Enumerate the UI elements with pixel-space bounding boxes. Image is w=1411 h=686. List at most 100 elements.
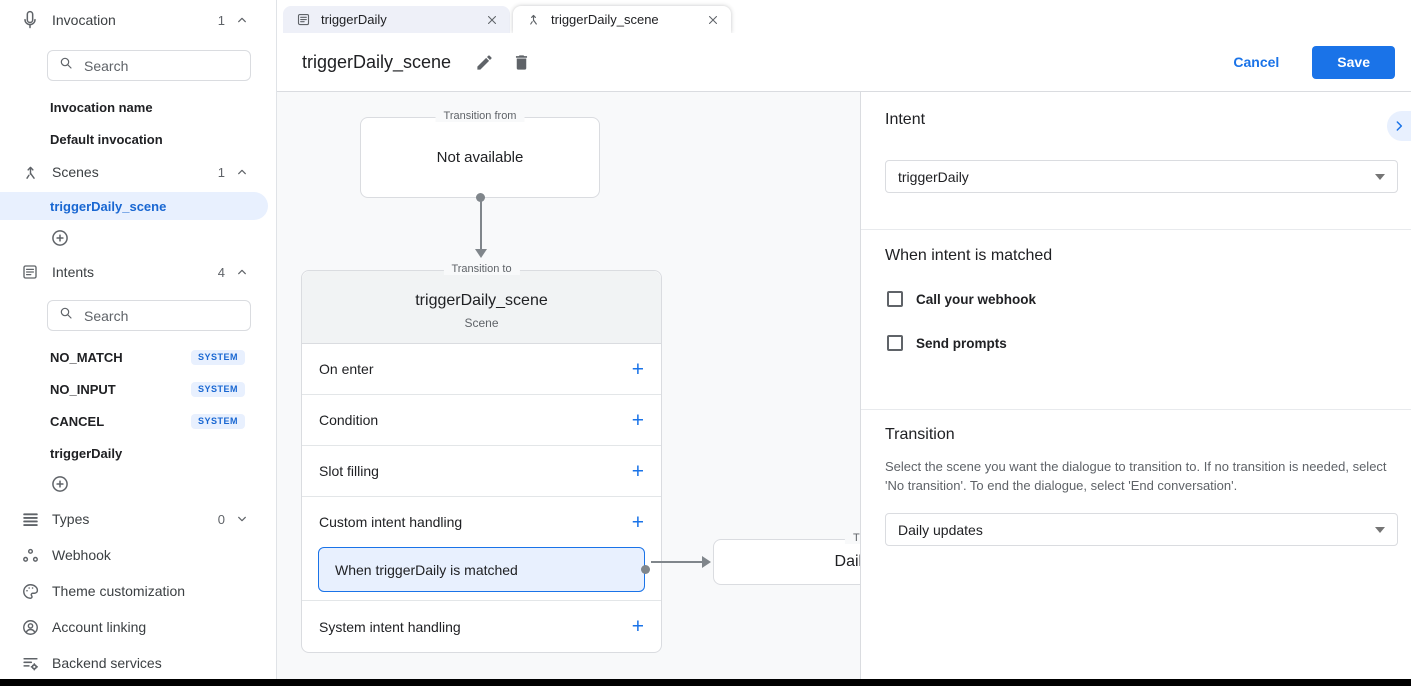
close-icon[interactable] bbox=[484, 12, 500, 28]
chevron-up-icon bbox=[234, 12, 250, 28]
intents-search bbox=[47, 300, 251, 331]
item-label: NO_MATCH bbox=[50, 349, 123, 365]
sidebar-item-theme-customization[interactable]: Theme customization bbox=[0, 577, 276, 605]
call-webhook-checkbox-row[interactable]: Call your webhook bbox=[887, 286, 1036, 312]
add-intent-handler-button[interactable]: + bbox=[631, 510, 644, 534]
send-prompts-checkbox-row[interactable]: Send prompts bbox=[887, 330, 1007, 356]
intent-icon bbox=[20, 262, 40, 282]
scene-node-header: triggerDaily_scene Scene bbox=[302, 271, 661, 344]
section-count: 4 bbox=[217, 264, 225, 280]
types-icon bbox=[20, 509, 40, 529]
section-label: Intents bbox=[52, 264, 95, 280]
checkbox-label: Send prompts bbox=[916, 335, 1007, 351]
system-badge: SYSTEM bbox=[190, 349, 245, 365]
node-title: Daily updates bbox=[834, 553, 860, 570]
sidebar-item-triggerdaily-scene[interactable]: triggerDaily_scene bbox=[0, 192, 268, 220]
sidebar-item-no-input[interactable]: NO_INPUT SYSTEM bbox=[0, 376, 276, 402]
plus-circle-icon bbox=[52, 230, 68, 246]
section-label: Invocation bbox=[52, 12, 116, 28]
add-on-enter-button[interactable]: + bbox=[631, 357, 644, 381]
checkbox[interactable] bbox=[887, 291, 903, 307]
scene-row-condition: Condition + bbox=[302, 395, 661, 446]
cancel-button[interactable]: Cancel bbox=[1233, 54, 1280, 70]
section-count: 1 bbox=[217, 164, 225, 180]
sidebar-section-types[interactable]: Types 0 bbox=[0, 505, 276, 533]
search-icon bbox=[58, 55, 74, 76]
row-label: Condition bbox=[319, 412, 379, 428]
sidebar-item-webhook[interactable]: Webhook bbox=[0, 541, 276, 569]
item-label: Webhook bbox=[52, 547, 111, 563]
item-label: triggerDaily bbox=[50, 445, 123, 461]
transition-description: Select the scene you want the dialogue t… bbox=[885, 459, 1387, 493]
node-legend: Transition to bbox=[443, 263, 520, 275]
connector-dot bbox=[476, 193, 485, 202]
plus-circle-icon bbox=[52, 476, 68, 492]
checkbox-label: Call your webhook bbox=[916, 291, 1037, 307]
intent-select[interactable]: triggerDaily bbox=[885, 160, 1398, 193]
item-label: Invocation name bbox=[50, 99, 153, 115]
edit-icon[interactable] bbox=[474, 52, 494, 72]
sidebar-section-invocation[interactable]: Invocation 1 bbox=[0, 6, 276, 34]
scene-node-subtitle: Scene bbox=[464, 316, 499, 330]
scene-row-system-intent-handling: System intent handling + bbox=[302, 601, 661, 652]
sidebar-item-invocation-name[interactable]: Invocation name bbox=[0, 94, 276, 120]
item-label: Account linking bbox=[52, 619, 147, 635]
sidebar-item-triggerdaily[interactable]: triggerDaily bbox=[0, 440, 276, 466]
node-legend: Transition from bbox=[435, 110, 525, 122]
scene-node-title: triggerDaily_scene bbox=[415, 292, 548, 309]
section-label: Scenes bbox=[52, 164, 99, 180]
backend-icon bbox=[20, 653, 40, 673]
checkbox[interactable] bbox=[887, 335, 903, 351]
search-input[interactable] bbox=[84, 307, 214, 324]
intent-handler-item[interactable]: When triggerDaily is matched bbox=[318, 547, 650, 592]
system-badge: SYSTEM bbox=[190, 381, 245, 397]
sidebar-item-default-invocation[interactable]: Default invocation bbox=[0, 126, 276, 152]
add-intent-button[interactable] bbox=[50, 474, 70, 494]
item-label: triggerDaily_scene bbox=[50, 198, 167, 214]
scene-header: triggerDaily_scene Cancel Save bbox=[277, 33, 1411, 92]
scene-row-custom-intent-handling: Custom intent handling + When triggerDai… bbox=[302, 497, 661, 601]
sidebar-section-scenes[interactable]: Scenes 1 bbox=[0, 158, 276, 186]
connector-line bbox=[651, 561, 702, 563]
scene-icon bbox=[20, 162, 40, 182]
transition-select[interactable]: Daily updates bbox=[885, 513, 1398, 546]
tab-label: triggerDaily bbox=[321, 12, 387, 27]
transition-heading: Transition bbox=[885, 426, 955, 443]
search-input[interactable] bbox=[84, 57, 214, 74]
tab-strip: triggerDaily triggerDaily_scene bbox=[277, 0, 1411, 33]
bottom-edge-bar bbox=[0, 679, 1411, 686]
item-label: Default invocation bbox=[50, 131, 163, 147]
divider bbox=[861, 229, 1411, 230]
sidebar-item-no-match[interactable]: NO_MATCH SYSTEM bbox=[0, 344, 276, 370]
row-label: Custom intent handling bbox=[319, 514, 463, 530]
add-slot-filling-button[interactable]: + bbox=[631, 459, 644, 483]
divider bbox=[861, 409, 1411, 410]
delete-icon[interactable] bbox=[511, 52, 531, 72]
intent-heading: Intent bbox=[885, 111, 926, 128]
sidebar-item-cancel[interactable]: CANCEL SYSTEM bbox=[0, 408, 276, 434]
intent-select-value: triggerDaily bbox=[898, 168, 969, 185]
section-label: Types bbox=[52, 511, 90, 527]
arrow-down-icon bbox=[475, 249, 487, 258]
node-legend: Transition to bbox=[844, 532, 860, 544]
save-button[interactable]: Save bbox=[1312, 45, 1395, 79]
sidebar-item-backend-services[interactable]: Backend services bbox=[0, 649, 276, 677]
close-icon[interactable] bbox=[705, 12, 721, 28]
add-system-intent-button[interactable]: + bbox=[631, 615, 644, 638]
sidebar-item-account-linking[interactable]: Account linking bbox=[0, 613, 276, 641]
handler-label: When triggerDaily is matched bbox=[335, 561, 518, 578]
chevron-up-icon bbox=[234, 164, 250, 180]
add-condition-button[interactable]: + bbox=[631, 408, 644, 432]
tab-triggerdaily-scene[interactable]: triggerDaily_scene bbox=[513, 6, 731, 33]
details-panel: Intent triggerDaily When intent is match… bbox=[860, 92, 1411, 679]
caret-down-icon bbox=[1375, 526, 1385, 533]
transition-target-node[interactable]: Transition to Daily updates bbox=[713, 532, 860, 585]
item-label: Backend services bbox=[52, 655, 162, 671]
sidebar-section-intents[interactable]: Intents 4 bbox=[0, 258, 276, 286]
caret-down-icon bbox=[1375, 173, 1385, 180]
collapse-panel-button[interactable] bbox=[1387, 111, 1411, 141]
tab-triggerdaily[interactable]: triggerDaily bbox=[283, 6, 510, 33]
row-label: On enter bbox=[319, 361, 374, 377]
add-scene-button[interactable] bbox=[50, 228, 70, 248]
palette-icon bbox=[20, 581, 40, 601]
